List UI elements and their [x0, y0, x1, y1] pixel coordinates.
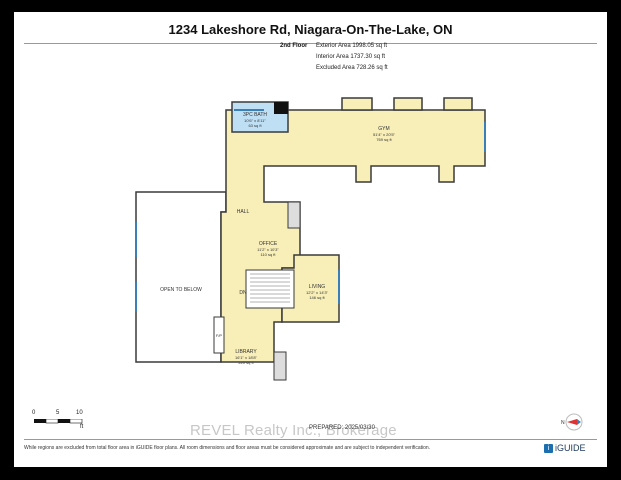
svg-text:51'4" x 20'5": 51'4" x 20'5"	[373, 132, 396, 137]
svg-text:OFFICE: OFFICE	[259, 241, 278, 247]
svg-text:12'2" x 14'3": 12'2" x 14'3"	[306, 290, 329, 295]
interior-area-fill	[220, 109, 486, 363]
gym-bay-1	[341, 97, 373, 111]
living-label: LIVING 12'2" x 14'3" 146 sq ft	[306, 284, 329, 300]
floor-plan-drawing: 3PC BATH 10'6" x 8'11" 63 sq ft GYM 51'4…	[135, 97, 486, 381]
svg-text:16'1" x 18'8": 16'1" x 18'8"	[235, 355, 258, 360]
svg-text:GYM: GYM	[378, 126, 389, 132]
interior-area: Interior Area 1737.30 sq ft	[316, 54, 386, 60]
office-label: OFFICE 11'2" x 10'3" 110 sq ft	[257, 241, 279, 257]
stairs-down-label: DN	[239, 290, 247, 296]
svg-text:LIBRARY: LIBRARY	[235, 349, 257, 355]
svg-text:63 sq ft: 63 sq ft	[248, 123, 262, 128]
svg-text:146 sq ft: 146 sq ft	[309, 295, 325, 300]
gym-label: GYM 51'4" x 20'5" 769 sq ft	[373, 126, 396, 142]
brokerage-watermark: REVEL Realty Inc., Brokerage	[190, 422, 397, 439]
brand-name: iGUIDE	[555, 443, 586, 453]
scale-label-0: 0	[32, 410, 36, 416]
fireplace-label: F/P	[216, 333, 223, 338]
scale-label-10: 10	[76, 410, 83, 416]
svg-text:220 sq ft: 220 sq ft	[238, 360, 254, 365]
library-label: LIBRARY 16'1" x 18'8" 220 sq ft	[235, 349, 258, 365]
bath-label: 3PC BATH 10'6" x 8'11" 63 sq ft	[243, 112, 267, 128]
svg-text:769 sq ft: 769 sq ft	[376, 137, 392, 142]
scale-unit: ft	[80, 424, 84, 430]
svg-text:10'6" x 8'11": 10'6" x 8'11"	[244, 118, 266, 123]
disclaimer: While regions are excluded from total fl…	[24, 445, 431, 451]
open-to-below-area	[135, 191, 227, 363]
hall-closet	[287, 201, 301, 229]
footer-divider	[24, 439, 597, 440]
svg-text:110 sq ft: 110 sq ft	[260, 252, 276, 257]
scale-bar	[34, 419, 83, 424]
open-to-below-label: OPEN TO BELOW	[160, 287, 202, 293]
prepared-date: PREPARED: 2025/03/30	[309, 425, 375, 431]
header-divider	[24, 43, 597, 44]
shower-fixture	[274, 102, 288, 114]
gym-bay-2	[393, 97, 423, 111]
iguide-logo-icon: i	[544, 444, 553, 454]
svg-text:3PC BATH: 3PC BATH	[243, 112, 267, 118]
svg-text:LIVING: LIVING	[309, 284, 326, 290]
stair-treads	[250, 273, 290, 303]
svg-text:11'2" x 10'3": 11'2" x 10'3"	[257, 247, 279, 252]
compass-icon: N	[561, 413, 583, 431]
windows	[135, 109, 486, 312]
living-room	[281, 254, 340, 323]
excluded-area: Excluded Area 728.26 sq ft	[316, 65, 388, 71]
floor-plan-sheet: 1234 Lakeshore Rd, Niagara-On-The-Lake, …	[14, 12, 607, 467]
exterior-area: Exterior Area 1998.05 sq ft	[316, 43, 388, 49]
hall-label: HALL	[237, 209, 250, 215]
library-closet	[273, 351, 287, 381]
floor-name: 2nd Floor	[280, 43, 308, 49]
gym-bay-3	[443, 97, 473, 111]
svg-text:N: N	[561, 420, 565, 426]
scale-label-5: 5	[56, 410, 60, 416]
fireplace	[213, 316, 225, 354]
property-address: 1234 Lakeshore Rd, Niagara-On-The-Lake, …	[168, 22, 453, 37]
stairs	[245, 269, 295, 309]
